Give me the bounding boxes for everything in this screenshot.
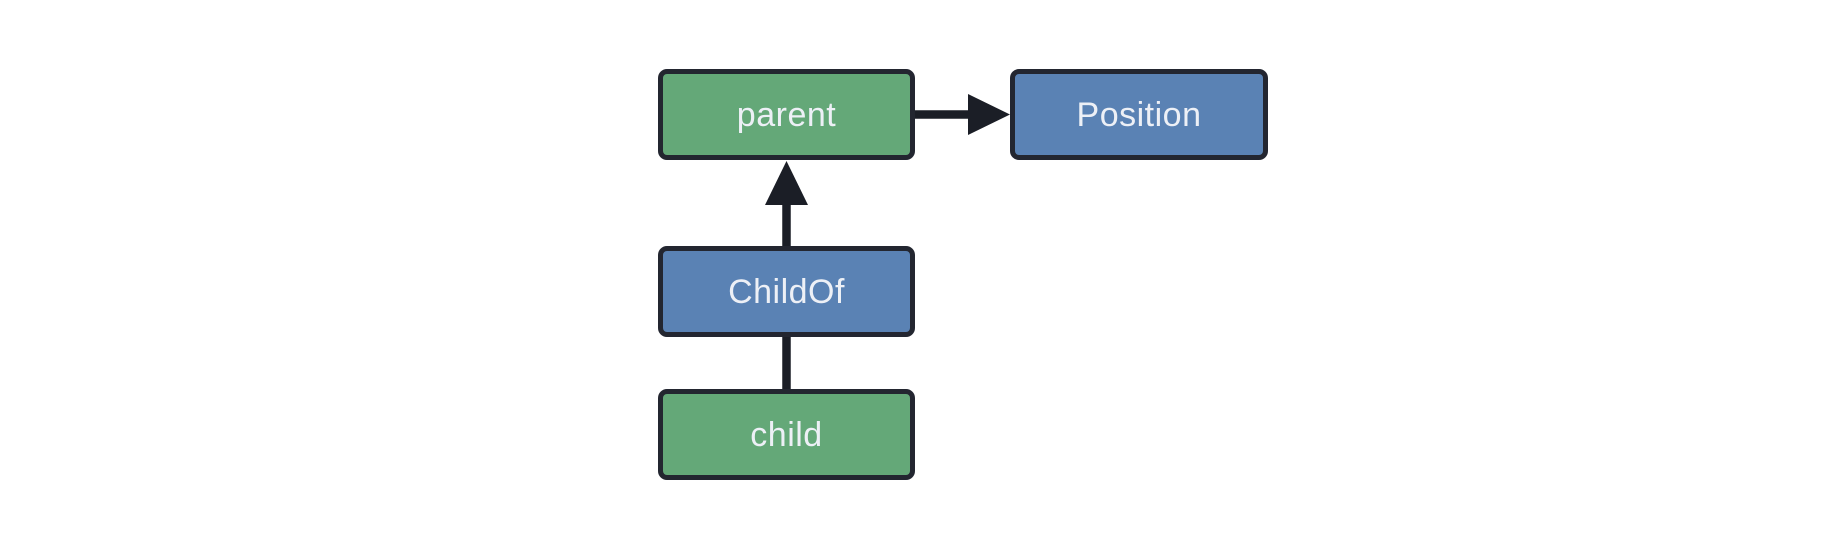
node-parent-label: parent — [736, 95, 837, 134]
edge-parent-to-position — [915, 94, 1010, 135]
node-child-label: child — [750, 415, 823, 454]
node-position-label: Position — [1076, 95, 1202, 134]
node-parent: parent — [658, 69, 915, 160]
edge-childof-to-parent — [765, 161, 808, 246]
node-childof-label: ChildOf — [728, 272, 845, 311]
node-childof: ChildOf — [658, 246, 915, 337]
node-child: child — [658, 389, 915, 480]
node-position: Position — [1010, 69, 1268, 160]
